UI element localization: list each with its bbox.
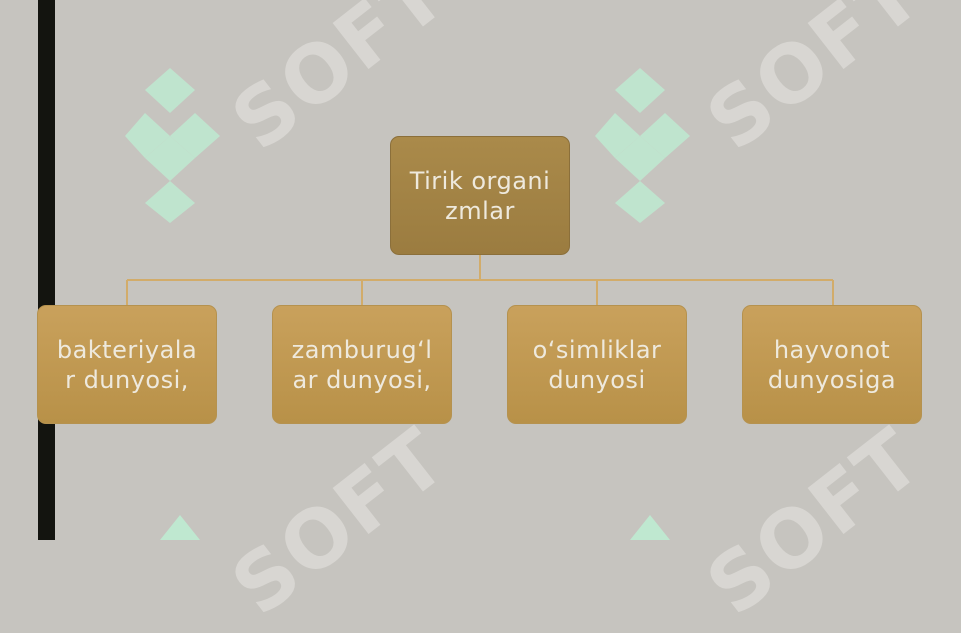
node-child-animals: hayvonot dunyosiga (742, 305, 922, 424)
node-child-label: hayvonot dunyosiga (767, 335, 897, 394)
node-root: Tirik organizmlar (390, 136, 570, 255)
node-child-label: bakteriyalar dunyosi, (56, 335, 198, 394)
node-child-fungi: zamburug‘lar dunyosi, (272, 305, 452, 424)
node-child-label: o‘simliklar dunyosi (532, 335, 662, 394)
node-root-label: Tirik organizmlar (409, 166, 551, 225)
connector-lines (126, 255, 834, 305)
node-child-plants: o‘simliklar dunyosi (507, 305, 687, 424)
node-child-bacteria: bakteriyalar dunyosi, (37, 305, 217, 424)
node-child-label: zamburug‘lar dunyosi, (291, 335, 433, 394)
